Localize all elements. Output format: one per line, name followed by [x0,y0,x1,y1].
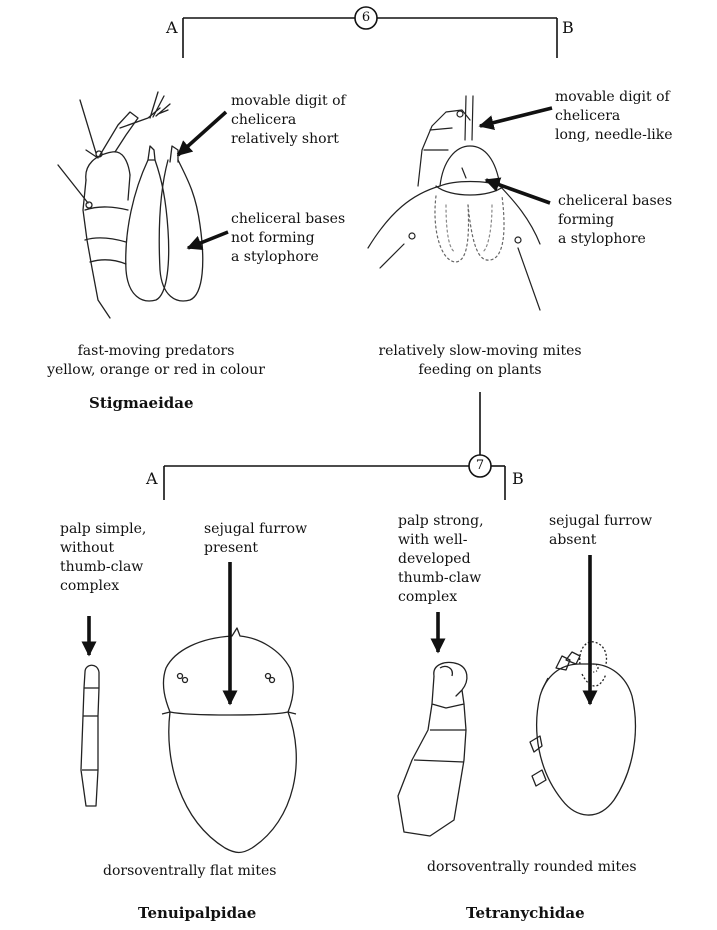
label-tenuipalpidae-sejugal-furrow: sejugal furrow present [204,521,308,556]
family-tenuipalpidae: Tenuipalpidae [138,904,257,922]
label-tetranychidae-sejugal-furrow: sejugal furrow absent [549,513,653,548]
couplet-7-number: 7 [475,458,485,473]
couplet-6-connector [182,6,558,58]
label-tetranychidae-palp: palp strong, with well- developed thumb-… [398,513,484,605]
stylophore-description: relatively slow-moving mites feeding on … [378,343,582,378]
label-stigmaeidae-chelicera: movable digit of chelicera relatively sh… [231,93,346,147]
label-tenuipalpidae-palp: palp simple, without thumb-claw complex [60,521,147,594]
label-stylophore-cheliceral-bases: cheliceral bases forming a stylophore [558,193,673,247]
couplet-6-number: 6 [361,10,371,25]
tetranychidae-description: dorsoventrally rounded mites [427,859,637,875]
couplet-7-arrows [81,555,598,706]
tetranychidae-palp-drawing [397,661,468,837]
label-stylophore-chelicera: movable digit of chelicera long, needle-… [555,89,673,143]
family-stigmaeidae: Stigmaeidae [89,394,194,412]
tenuipalpidae-body-drawing [161,627,297,854]
label-stigmaeidae-cheliceral-bases: cheliceral bases not forming a stylophor… [231,211,346,265]
tetranychidae-body-drawing [529,641,637,816]
couplet-7-connector [163,392,506,500]
tenuipalpidae-description: dorsoventrally flat mites [103,863,277,879]
family-tetranychidae: Tetranychidae [466,904,585,922]
stylophore-gnathosoma-drawing [367,95,541,311]
couplet-7-branch-b: B [512,469,524,488]
couplet-7-branch-a: A [146,469,158,488]
stigmaeidae-gnathosoma-drawing [57,91,204,319]
stigmaeidae-description: fast-moving predators yellow, orange or … [47,343,265,378]
couplet-6-branch-a: A [166,18,178,37]
tenuipalpidae-palp-drawing [80,664,100,807]
couplet-6-branch-b: B [562,18,574,37]
couplet-6-arrows [176,106,553,250]
